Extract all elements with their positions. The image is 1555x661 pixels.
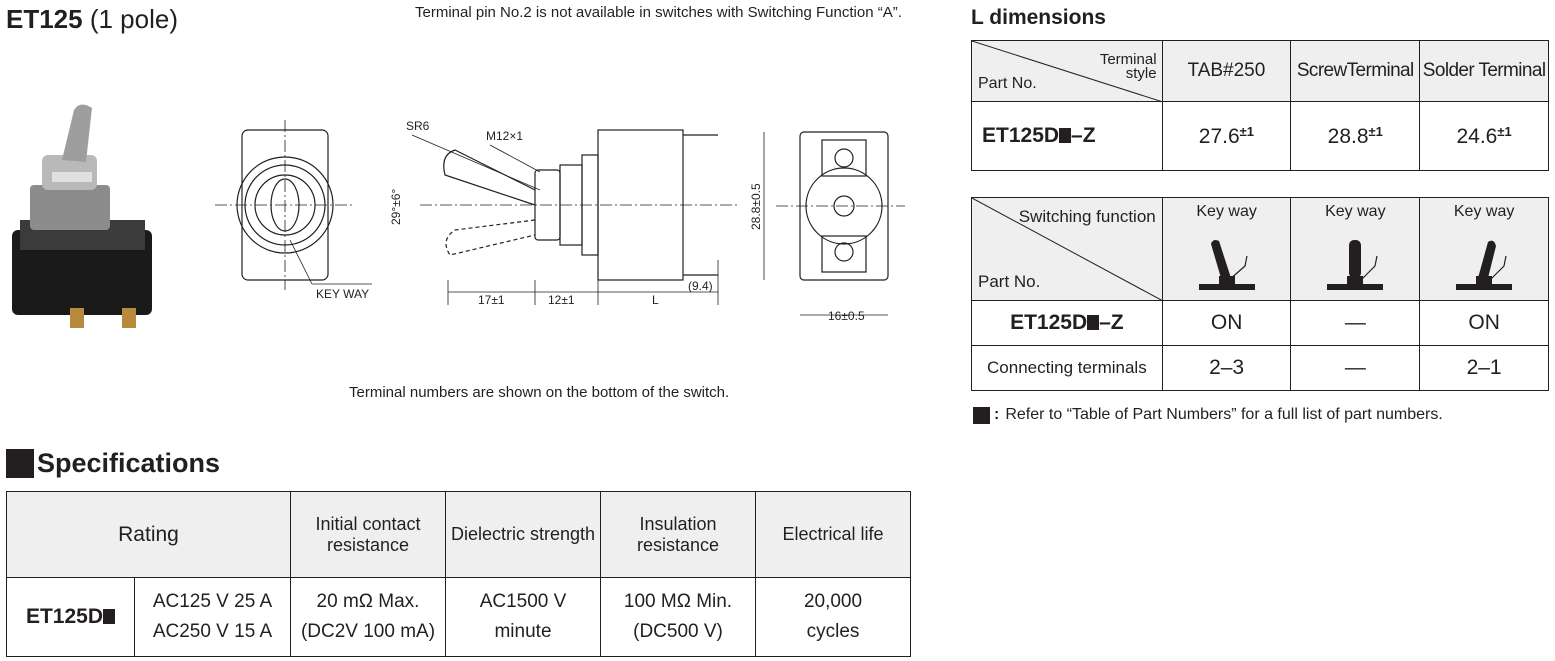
footnote-square-icon (973, 406, 990, 424)
spec-part-number: ET125D (6, 577, 135, 657)
key-way-label: KEY WAY (316, 287, 369, 301)
specifications-heading: Specifications (6, 448, 220, 479)
connecting-terminals-label: Connecting terminals (971, 345, 1163, 391)
col-solder-terminal: Solder Terminal (1419, 40, 1549, 102)
switching-function-table: Switching function Part No. Key way Key … (971, 197, 1549, 391)
corner-diagonal (972, 198, 1163, 301)
col-tab250: TAB#250 (1161, 40, 1292, 102)
terminals-left: 2–3 (1161, 345, 1292, 391)
l-dimensions-table: Terminal style Part No. TAB#250 ScrewTer… (971, 40, 1549, 171)
rating-header: Rating (6, 491, 291, 578)
l-dim-header-row: Terminal style Part No. TAB#250 ScrewTer… (971, 40, 1549, 102)
terminal-numbers-note: Terminal numbers are shown on the bottom… (349, 384, 730, 401)
toggle-left-icon (1198, 240, 1255, 290)
switching-part-number: ET125D–Z (971, 300, 1163, 346)
terminals-right: 2–1 (1419, 345, 1549, 391)
rating-values: AC125 V 25 A AC250 V 15 A (134, 577, 291, 657)
life-header: Electrical life (755, 491, 911, 578)
switch-left-state: ON (1161, 300, 1292, 346)
switching-function-label: Switching function (1018, 207, 1156, 226)
insulation-header: Insulation resistance (600, 491, 756, 578)
specifications-table: Rating Initial contact resistance Dielec… (6, 491, 911, 657)
m12-label: M12×1 (486, 129, 523, 143)
placeholder-square-icon (1059, 128, 1072, 143)
l-dimensions-heading: L dimensions (971, 6, 1106, 29)
switch-drawings: KEY WAY SR6 M12×1 29°±6° 17±1 12±1 L (9.… (12, 104, 905, 328)
dielectric-header: Dielectric strength (445, 491, 601, 578)
terminals-center: — (1290, 345, 1421, 391)
l-dim-corner-cell: Terminal style Part No. (971, 40, 1163, 102)
switch-right-state: ON (1419, 300, 1549, 346)
footnote-colon: : (994, 406, 1000, 423)
l-value-tab250: 27.6±1 (1161, 101, 1292, 171)
angle-label: 29°±6° (389, 189, 403, 225)
switch-center-state: — (1290, 300, 1421, 346)
switching-part-row: ET125D–Z ON — ON (971, 300, 1549, 346)
drawing-labels: KEY WAY SR6 M12×1 29°±6° 17±1 12±1 L (9.… (316, 119, 865, 323)
l-dim-part-number: ET125D–Z (971, 101, 1163, 171)
switching-corner-cell: Switching function Part No. (971, 197, 1163, 301)
corner-diagonal (972, 41, 1163, 102)
contact-header: Initial contact resistance (290, 491, 446, 578)
contact-values: 20 mΩ Max. (DC2V 100 mA) (290, 577, 446, 657)
page-title: ET125 (1 pole) (6, 4, 178, 35)
placeholder-square-icon (1087, 315, 1100, 330)
sr6-label: SR6 (406, 119, 430, 133)
l-value-solder: 24.6±1 (1419, 101, 1549, 171)
col-screw-terminal: ScrewTerminal (1290, 40, 1421, 102)
l-value-screw: 28.8±1 (1290, 101, 1421, 171)
specifications-title: Specifications (37, 448, 221, 478)
dim-17-label: 17±1 (478, 293, 505, 307)
life-values: 20,000 cycles (755, 577, 911, 657)
front-view (215, 120, 372, 290)
switch-photo (12, 104, 152, 328)
dim-16-label: 16±0.5 (828, 309, 865, 323)
keyway-center-column: Key way (1290, 197, 1421, 301)
model-name: ET125 (6, 4, 83, 34)
toggle-center-icon (1327, 240, 1384, 290)
dim-94-label: (9.4) (688, 279, 713, 293)
dim-12-label: 12±1 (548, 293, 575, 307)
part-no-label: Part No. (978, 75, 1037, 92)
rear-view (763, 131, 905, 316)
heading-square-icon (6, 449, 34, 478)
switching-header-row: Switching function Part No. Key way Key … (971, 197, 1549, 301)
part-no-label: Part No. (978, 272, 1041, 291)
connecting-terminals-row: Connecting terminals 2–3 — 2–1 (971, 345, 1549, 391)
keyway-right-column: Key way (1419, 197, 1549, 301)
insulation-values: 100 MΩ Min. (DC500 V) (600, 577, 756, 657)
toggle-right-icon (1456, 240, 1513, 290)
pole-count: (1 pole) (89, 4, 178, 34)
terminal-style-label: Terminal style (1099, 51, 1157, 82)
footnote: : Refer to “Table of Part Numbers” for a… (973, 406, 1443, 424)
l-dim-value-row: ET125D–Z 27.6±1 28.8±1 24.6±1 (971, 101, 1549, 171)
keyway-left-column: Key way (1161, 197, 1292, 301)
dielectric-values: AC1500 V minute (445, 577, 601, 657)
spec-data-row: ET125D AC125 V 25 A AC250 V 15 A 20 mΩ M… (6, 577, 911, 657)
dim-288-label: 28.8±0.5 (749, 183, 763, 230)
terminal-pin-note: Terminal pin No.2 is not available in sw… (415, 4, 902, 21)
footnote-text: Refer to “Table of Part Numbers” for a f… (1005, 406, 1443, 423)
spec-header-row: Rating Initial contact resistance Dielec… (6, 491, 911, 578)
placeholder-square-icon (103, 609, 116, 624)
dim-l-label: L (652, 293, 659, 307)
side-view (411, 129, 740, 305)
